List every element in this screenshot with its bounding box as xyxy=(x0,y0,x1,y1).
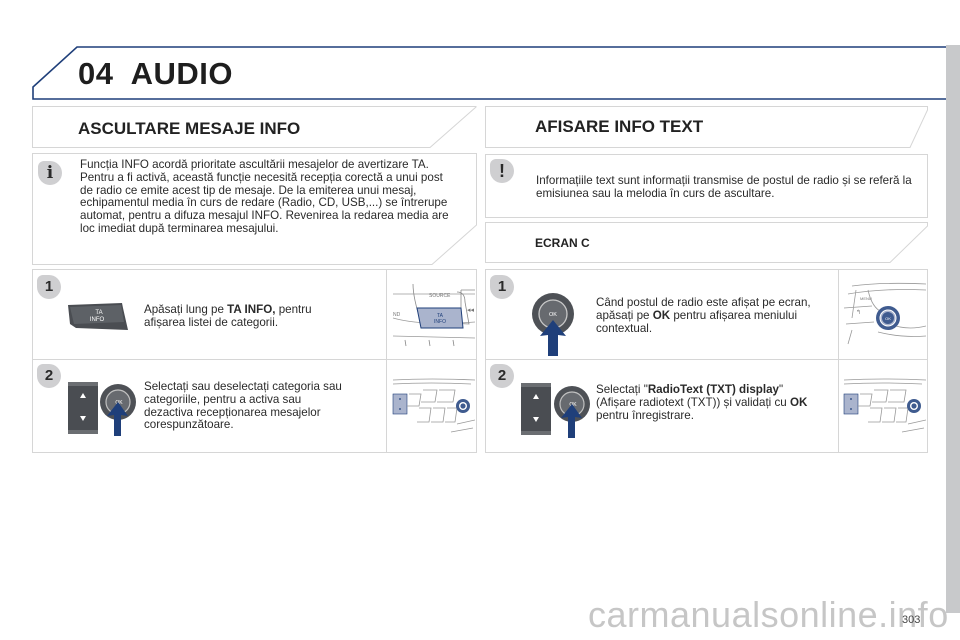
ta-info-button-icon: TA INFO xyxy=(68,303,128,330)
info-note: i Funcția INFO acordă prioritate ascultă… xyxy=(32,153,477,265)
ta-info-panel-illustration: TA INFO SOURCE ND ◂◂ xyxy=(392,283,475,347)
svg-text:INFO: INFO xyxy=(434,319,446,325)
chapter-name: AUDIO xyxy=(130,56,233,91)
step-number-badge: 2 xyxy=(37,364,61,388)
svg-text:OK: OK xyxy=(549,312,557,318)
up-down-buttons-icon xyxy=(521,383,551,435)
svg-text:MENU: MENU xyxy=(860,296,872,301)
svg-text:ND: ND xyxy=(393,312,401,318)
ok-knob-press-icon: OK xyxy=(100,384,136,436)
step-1-text: Când postul de radio este afișat pe ecra… xyxy=(596,296,811,335)
left-step-2: 2 OK Selectați sau deselectați categoria… xyxy=(32,360,477,453)
subsection-header-ecran-c: ECRAN C xyxy=(485,222,928,263)
info-icon: i xyxy=(38,161,62,185)
svg-text:OK: OK xyxy=(885,316,891,321)
chapter-title: 04 AUDIO xyxy=(78,56,233,92)
info-note-text: Funcția INFO acordă prioritate ascultări… xyxy=(80,158,449,235)
watermark: carmanualsonline.info xyxy=(588,594,949,635)
up-down-panel-illustration xyxy=(843,378,926,433)
warning-note-text: Informațiile text sunt informații transm… xyxy=(536,174,912,200)
section-header-afisare: AFISARE INFO TEXT xyxy=(485,106,928,148)
ok-knob-panel-illustration: MENU ↰ OK xyxy=(843,282,926,345)
ok-knob-press-icon: OK xyxy=(532,293,574,356)
svg-text:TA: TA xyxy=(437,313,444,319)
subsection-title: ECRAN C xyxy=(535,236,590,250)
warning-note: ! Informațiile text sunt informații tran… xyxy=(485,154,928,218)
right-step-2: 2 OK Selectați "RadioText (TXT) display"… xyxy=(485,360,928,453)
svg-text:SOURCE: SOURCE xyxy=(429,293,451,299)
left-step-1: 1 TA INFO Apăsați lung pe TA INFO, pentr… xyxy=(32,269,477,360)
svg-text:OK: OK xyxy=(115,400,123,406)
chapter-number: 04 xyxy=(78,56,114,91)
chapter-header-band xyxy=(32,46,960,100)
svg-text:INFO: INFO xyxy=(90,317,105,323)
right-step-1: 1 OK Când postul de radio este afișat pe… xyxy=(485,269,928,360)
section-header-ascultare: ASCULTARE MESAJE INFO xyxy=(32,106,477,148)
svg-text:↰: ↰ xyxy=(856,309,861,316)
step-number-badge: 1 xyxy=(37,275,61,299)
svg-text:TA: TA xyxy=(95,310,102,316)
step-number-badge: 2 xyxy=(490,364,514,388)
svg-text:OK: OK xyxy=(569,402,577,408)
up-down-buttons-icon xyxy=(68,382,98,434)
page-number: 303 xyxy=(902,614,921,626)
svg-text:◂◂: ◂◂ xyxy=(467,306,475,314)
section-title: AFISARE INFO TEXT xyxy=(535,117,704,136)
up-down-panel-illustration xyxy=(392,378,475,433)
page-edge-tab xyxy=(946,45,960,613)
step-2-text: Selectați "RadioText (TXT) display" (Afi… xyxy=(596,383,808,422)
step-2-text: Selectați sau deselectați categoria sau … xyxy=(144,380,342,432)
step-1-text: Apăsați lung pe TA INFO, pentru afișarea… xyxy=(144,303,312,329)
section-title: ASCULTARE MESAJE INFO xyxy=(78,119,301,138)
warning-icon: ! xyxy=(490,159,514,183)
step-number-badge: 1 xyxy=(490,275,514,299)
ok-knob-press-icon: OK xyxy=(554,386,590,438)
